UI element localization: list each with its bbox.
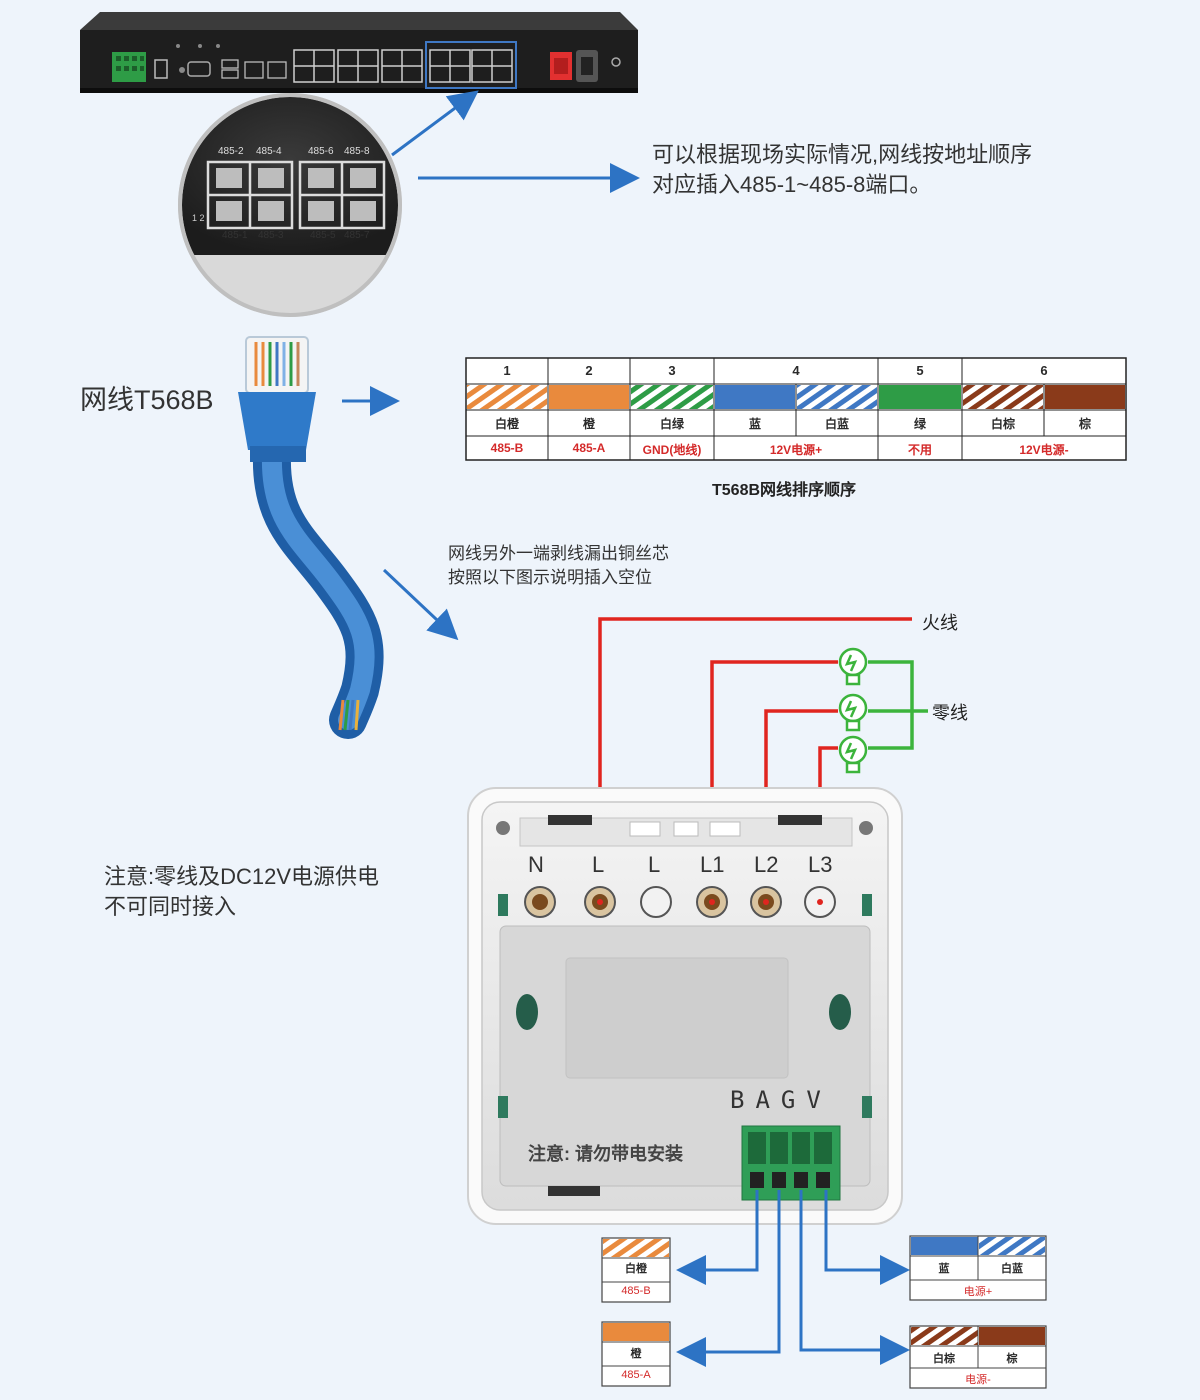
port-label: 485-4 [256,146,282,157]
wire-color: 白绿 [659,417,684,431]
port-label: 485-7 [344,230,370,241]
bulb-icons [838,647,868,774]
t568b-table-text: 1 2 3 4 5 6 白橙 橙 白绿 蓝 白蓝 绿 白棕 棕 485-B 48… [466,358,1126,460]
legend-485a-color: 橙 [630,1348,642,1360]
legend-485b-function: 485-B [621,1285,651,1297]
strip-instruction-line2: 按照以下图示说明插入空位 [448,568,652,587]
legend-power-plus [909,1235,1047,1301]
live-wire-label: 火线 [922,613,958,633]
bulb-icon-1 [838,647,868,686]
rj45-ports-icon [293,49,513,83]
port-instruction-line1: 可以根据现场实际情况,网线按地址顺序 [652,142,1033,167]
legend-485a [601,1321,671,1387]
port-label: 485-6 [308,146,334,157]
warning-note: 注意:零线及DC12V电源供电 不可同时接入 [104,862,379,922]
wire-color: 蓝 [748,417,761,431]
warning-line2: 不可同时接入 [104,894,237,919]
port-label: 485-3 [258,230,284,241]
wire-function: 485-A [572,441,606,455]
cable-label: 网线T568B [80,385,214,415]
pair-number: 3 [668,363,676,378]
pair-number: 2 [585,363,593,378]
warning-line1: 注意:零线及DC12V电源供电 [104,864,380,889]
legend-plus-function: 电源+ [963,1286,993,1298]
legend-power-minus [909,1325,1047,1389]
legend-minus-function: 电源- [965,1374,991,1386]
t568b-table [465,357,1127,461]
legend-485a-function: 485-A [621,1369,651,1381]
bus-letters: BAGV [730,1086,832,1114]
terminal-label: L [648,852,661,877]
wire-color: 橙 [582,417,595,431]
panel-warning: 注意: 请勿带电安装 [528,1144,683,1164]
wire-function: 485-B [490,441,524,455]
neutral-wire-label: 零线 [932,703,968,723]
terminal-label: N [528,852,544,877]
wire-color: 白橙 [494,417,519,431]
port-instruction: 可以根据现场实际情况,网线按地址顺序 对应插入485-1~485-8端口。 [652,140,1032,200]
legend-minus-left: 白棕 [933,1353,955,1365]
legend-plus-right: 白蓝 [1001,1263,1023,1275]
legend-485b [601,1237,671,1303]
wire-color: 白蓝 [824,417,849,431]
neutral-bus [868,660,914,750]
wire-color: 白棕 [990,417,1015,431]
port-label: 485-1 [222,230,248,241]
bulb-icon-3 [838,735,868,774]
legend-plus-left: 蓝 [938,1263,950,1275]
legend-minus-right: 棕 [1006,1353,1018,1365]
terminal-label: L1 [700,852,725,877]
port-instruction-line2: 对应插入485-1~485-8端口。 [652,172,932,197]
terminal-label: L [592,852,605,877]
terminal-labels: N L L L1 L2 L3 [520,852,860,882]
wire-function: 12V电源+ [769,443,823,457]
strip-arrow [382,568,459,641]
strip-instruction: 网线另外一端剥线漏出铜丝芯 按照以下图示说明插入空位 [448,542,669,590]
bus-wire-arrows [676,1190,910,1367]
wire-color: 绿 [913,417,926,431]
zoom-side-mark: 1 2 [192,213,205,223]
port-label: 485-8 [344,146,370,157]
pair-number: 6 [1040,363,1048,378]
vga-port-icon [187,61,211,77]
pair-number: 4 [792,363,800,378]
t568b-caption: T568B网线排序顺序 [712,482,857,499]
port-highlight-box [425,41,517,89]
pair-number: 1 [503,363,511,378]
port-label: 485-5 [310,230,336,241]
wire-function: 12V电源- [1019,443,1069,457]
wire-function: GND(地线) [642,443,702,457]
wire-function: 不用 [907,443,932,457]
switch-panel [467,787,903,1225]
pair-number: 5 [916,363,924,378]
port-zoom-circle [178,93,402,317]
terminal-label: L3 [808,852,833,877]
wire-color: 棕 [1078,417,1091,431]
controller-device [80,12,638,93]
port-label: 485-2 [218,146,244,157]
legend-485b-color: 白橙 [625,1263,647,1275]
terminal-label: L2 [754,852,779,877]
rj45-cable-icon [238,336,384,739]
zoom-arrow [391,90,479,157]
bulb-icon-2 [838,693,868,732]
strip-instruction-line1: 网线另外一端剥线漏出铜丝芯 [448,544,669,563]
